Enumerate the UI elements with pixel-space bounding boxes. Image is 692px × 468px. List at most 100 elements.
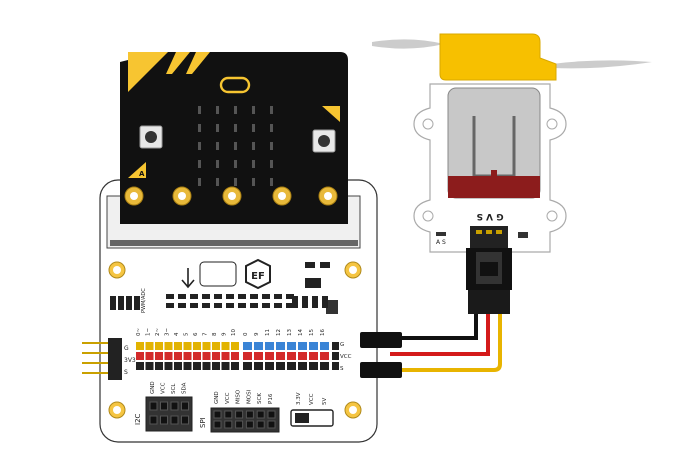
power-label-3v3: 3.3V [296,392,302,405]
header-pin-signal[interactable] [155,342,163,350]
header-pin-power[interactable] [145,352,154,360]
header-pin-power[interactable] [287,352,296,360]
header-pin-ground[interactable] [145,362,154,370]
led [216,178,219,186]
led [198,124,201,132]
led [252,124,255,132]
top-pin-label: 4 [174,332,180,336]
header-pin-power[interactable] [155,352,163,360]
header-pin-power[interactable] [212,352,220,360]
header-pin-ground[interactable] [174,362,182,370]
spi-pin-label: P16 [268,393,274,404]
led [252,178,255,186]
right-pin-label: 13 [287,329,293,336]
wires [360,314,502,378]
row-label-g: G [124,345,129,352]
header-pin-ground[interactable] [212,362,220,370]
wire-signal [390,314,502,372]
header-pin[interactable] [332,352,339,360]
header-pin-power[interactable] [183,352,192,360]
header-pin-power[interactable] [221,352,230,360]
label-pad [166,303,174,308]
header-pin-power[interactable] [136,352,144,360]
header-pin-ground[interactable] [183,362,192,370]
header-pin-signal[interactable] [202,342,211,350]
logo-text: EF [251,271,265,282]
header-pin-power[interactable] [231,352,239,360]
led [216,124,219,132]
header-pin-ground[interactable] [231,362,239,370]
label-pad [190,303,198,308]
right-row-label-g: G [340,342,344,348]
header-pin-power[interactable] [243,352,252,360]
label-pad [178,303,186,308]
header-pin-signal[interactable] [212,342,220,350]
led [252,142,255,150]
header-pin[interactable] [332,342,339,350]
header-pin-ground[interactable] [265,362,274,370]
header-pin-signal[interactable] [221,342,230,350]
header-pin-ground[interactable] [155,362,163,370]
header-pin-signal[interactable] [243,342,252,350]
label-pad [262,303,270,308]
header-pin-power[interactable] [202,352,211,360]
header-pin-ground[interactable] [298,362,307,370]
header-pin-ground[interactable] [202,362,211,370]
spi-pin-label: SCK [257,393,263,404]
header-pin-signal[interactable] [320,342,329,350]
button-a-marker [128,162,146,178]
header-pin-power[interactable] [254,352,263,360]
header-pin-signal[interactable] [298,342,307,350]
label-pad [238,303,246,308]
right-pin-label: 16 [320,329,326,336]
wire-plug-top [360,332,402,348]
header-pin-ground[interactable] [309,362,318,370]
header-pin-signal[interactable] [183,342,192,350]
microbit-board: A B [120,52,348,224]
header-pin-ground[interactable] [164,362,173,370]
header-pin-ground[interactable] [221,362,230,370]
header-pin-power[interactable] [193,352,201,360]
label-pad [292,296,298,308]
header-pin-ground[interactable] [320,362,329,370]
header-pin-ground[interactable] [287,362,296,370]
header-pin-signal[interactable] [231,342,239,350]
header-pin-power[interactable] [298,352,307,360]
header-pin-signal[interactable] [265,342,274,350]
header-pin-power[interactable] [276,352,285,360]
header-pin-signal[interactable] [136,342,144,350]
microbit-logo [219,76,251,94]
header-pin-power[interactable] [265,352,274,360]
header-pin-ground[interactable] [136,362,144,370]
header-pin-ground[interactable] [193,362,201,370]
label-pad [238,294,246,299]
label-pad [226,294,234,299]
header-pin-ground[interactable] [276,362,285,370]
button-b[interactable] [312,129,336,153]
header-pin-signal[interactable] [145,342,154,350]
header-pin-signal[interactable] [309,342,318,350]
header-pin-signal[interactable] [164,342,173,350]
label-pad [274,294,282,299]
label-pad [190,294,198,299]
header-pin-power[interactable] [174,352,182,360]
header-pin-ground[interactable] [243,362,252,370]
header-pin-power[interactable] [164,352,173,360]
spi-pin-label: MOSI [246,389,252,404]
left-angle-pins [82,338,122,380]
button-a[interactable] [139,125,163,149]
header-pin-signal[interactable] [193,342,201,350]
header-pin-signal[interactable] [174,342,182,350]
wire-gnd [390,314,478,340]
header-pin[interactable] [332,362,339,370]
header-pin-power[interactable] [320,352,329,360]
header-pin-ground[interactable] [254,362,263,370]
label-pad [274,303,282,308]
header-pin-power[interactable] [309,352,318,360]
i2c-pin-label: VCC [161,382,167,394]
header-pin-signal[interactable] [276,342,285,350]
header-pin-signal[interactable] [254,342,263,350]
header-pin-signal[interactable] [287,342,296,350]
spi-pin-label: GND [214,391,220,404]
